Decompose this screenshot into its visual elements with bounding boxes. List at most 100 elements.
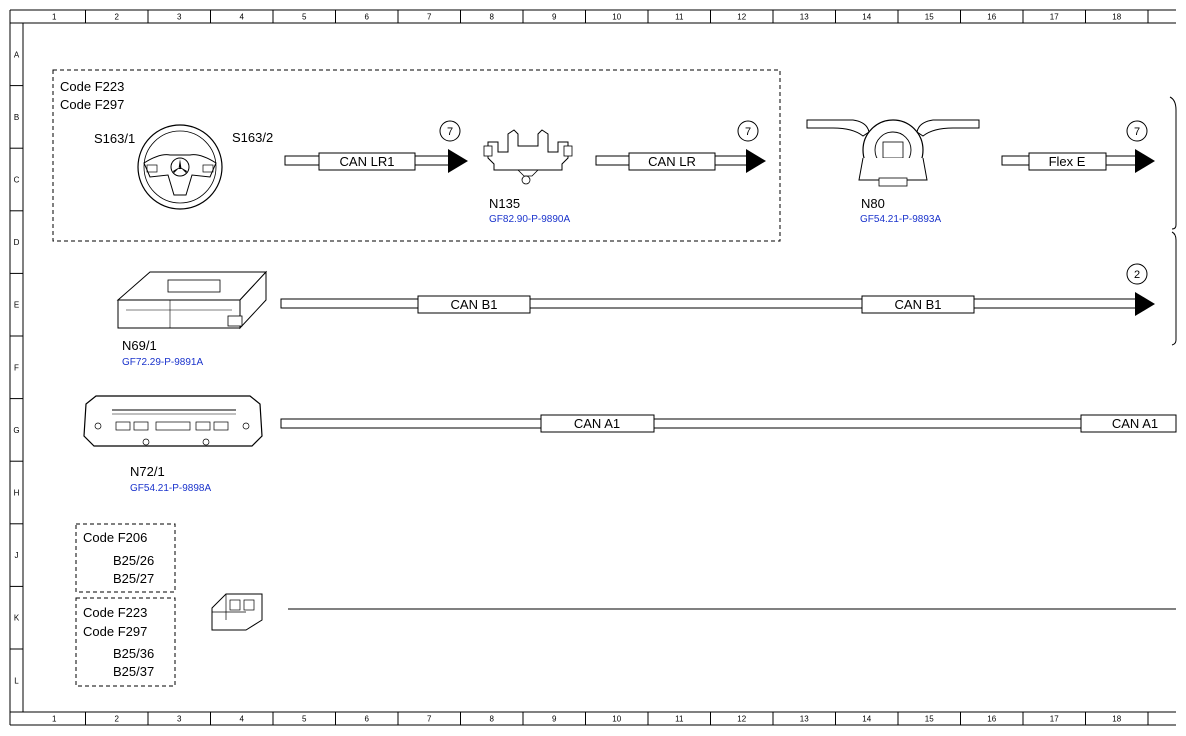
- bus-can-lr: CAN LR 7: [595, 120, 766, 173]
- ref-number-can-lr: 7: [745, 126, 751, 138]
- ruler-column-label: 12: [737, 715, 746, 724]
- ruler-column-label: 15: [925, 715, 934, 724]
- continuation-bracket-lower: [1171, 231, 1177, 346]
- group-f206-box: [75, 523, 176, 593]
- steering-group-code-2: Code F297: [60, 97, 125, 112]
- ruler-row-label: D: [14, 238, 20, 247]
- label-n80: N80: [861, 196, 885, 211]
- bus-label-can-a1-a: CAN A1: [574, 416, 620, 431]
- ruler-column-label: 18: [1112, 13, 1121, 22]
- ruler-column-label: 5: [302, 715, 307, 724]
- ruler-row-label: B: [14, 113, 19, 122]
- drawing-frame: [9, 9, 1176, 726]
- link-n135[interactable]: GF82.90-P-9890A: [489, 214, 571, 225]
- ruler-column-label: 7: [427, 715, 432, 724]
- ruler-column-label: 3: [177, 13, 182, 22]
- n72-1-panel-icon: [83, 395, 263, 447]
- ruler-column-label: 4: [240, 715, 245, 724]
- bus-label-box: [417, 295, 531, 314]
- label-s163-2: S163/2: [232, 130, 274, 145]
- ruler-column-label: 5: [302, 13, 307, 22]
- n135-module-icon: [483, 129, 573, 185]
- ruler-column-label: 1: [52, 13, 57, 22]
- ruler-row-label: G: [13, 426, 19, 435]
- ruler-column-label: 11: [675, 715, 684, 724]
- link-n69-1[interactable]: GF72.29-P-9891A: [122, 357, 204, 368]
- ruler-column-label: 16: [987, 715, 996, 724]
- group-f223-part-1: B25/36: [113, 646, 155, 661]
- bus-label-box: [540, 414, 655, 433]
- n69-1-module-icon: [116, 270, 268, 330]
- group-f223-code-1: Code F223: [83, 605, 148, 620]
- ruler-row-label: E: [14, 301, 19, 310]
- ruler-column-label: 2: [115, 715, 120, 724]
- ruler-column-label: 9: [552, 13, 557, 22]
- ruler-column-label: 14: [862, 715, 871, 724]
- bus-label-box: [1028, 152, 1107, 171]
- ruler-column-label: 6: [365, 715, 370, 724]
- ruler-column-label: 9: [552, 715, 557, 724]
- bus-label-can-a1-b: CAN A1: [1112, 416, 1158, 431]
- steering-group-box: [52, 69, 781, 242]
- ruler-column-label: 14: [862, 13, 871, 22]
- continuation-bracket-upper: [1169, 96, 1177, 230]
- bus-label-can-b1-a: CAN B1: [451, 297, 498, 312]
- bus-label-box: [1080, 414, 1177, 433]
- ruler-column-label: 11: [675, 13, 684, 22]
- reference-circle: [439, 120, 461, 142]
- ruler-row-label: L: [14, 676, 19, 685]
- ruler-row-label: H: [14, 489, 20, 498]
- ruler-column-label: 13: [800, 13, 809, 22]
- ruler-column-label: 12: [737, 13, 746, 22]
- group-f206-code: Code F206: [83, 530, 148, 545]
- reference-circle: [1126, 120, 1148, 142]
- row-ruler-left: A B C D E F G H J K L: [10, 50, 23, 685]
- link-n72-1[interactable]: GF54.21-P-9898A: [130, 483, 212, 494]
- bus-label-box: [318, 152, 416, 171]
- ruler-column-label: 17: [1050, 715, 1059, 724]
- ruler-column-label: 8: [490, 13, 495, 22]
- ref-number-can-lr1: 7: [447, 126, 453, 138]
- ruler-column-label: 10: [612, 715, 621, 724]
- label-n69-1: N69/1: [122, 338, 157, 353]
- ruler-column-label: 8: [490, 715, 495, 724]
- ref-number-flex-e: 7: [1134, 126, 1140, 138]
- reference-circle: [737, 120, 759, 142]
- group-f206-part-2: B25/27: [113, 571, 155, 586]
- bus-can-a1: CAN A1 CAN A1: [280, 414, 1177, 433]
- bus-label-can-b1-b: CAN B1: [895, 297, 942, 312]
- ruler-column-label: 16: [987, 13, 996, 22]
- ruler-row-label: C: [14, 176, 20, 185]
- bus-can-lr1: CAN LR1 7: [284, 120, 468, 173]
- reference-circle: [1126, 263, 1148, 285]
- ruler-row-label: K: [14, 614, 20, 623]
- bus-label-box: [628, 152, 716, 171]
- link-n80[interactable]: GF54.21-P-9893A: [860, 214, 942, 225]
- label-n72-1: N72/1: [130, 464, 165, 479]
- ruler-column-label: 7: [427, 13, 432, 22]
- ruler-column-label: 4: [240, 13, 245, 22]
- ruler-row-label: J: [15, 551, 19, 560]
- ruler-column-label: 13: [800, 715, 809, 724]
- ruler-column-label: 10: [612, 13, 621, 22]
- group-f223-code-2: Code F297: [83, 624, 148, 639]
- b25-sensor-icon: [211, 593, 263, 631]
- bus-can-b1: CAN B1 CAN B1 2: [280, 263, 1155, 316]
- ruler-column-label: 1: [52, 715, 57, 724]
- bus-label-can-lr1: CAN LR1: [340, 154, 395, 169]
- group-f206-part-1: B25/26: [113, 553, 155, 568]
- bus-label-can-lr: CAN LR: [648, 154, 696, 169]
- bus-label-box: [861, 295, 975, 314]
- ruler-column-label: 2: [115, 13, 120, 22]
- n80-module-icon: [806, 119, 980, 187]
- bus-flex-e: Flex E 7: [1001, 120, 1155, 173]
- ruler-column-label: 18: [1112, 715, 1121, 724]
- ruler-column-label: 6: [365, 13, 370, 22]
- ruler-column-label: 17: [1050, 13, 1059, 22]
- label-n135: N135: [489, 196, 521, 211]
- bus-label-flex-e: Flex E: [1049, 154, 1086, 169]
- ruler-row-label: A: [14, 50, 20, 59]
- ruler-row-label: F: [14, 363, 19, 372]
